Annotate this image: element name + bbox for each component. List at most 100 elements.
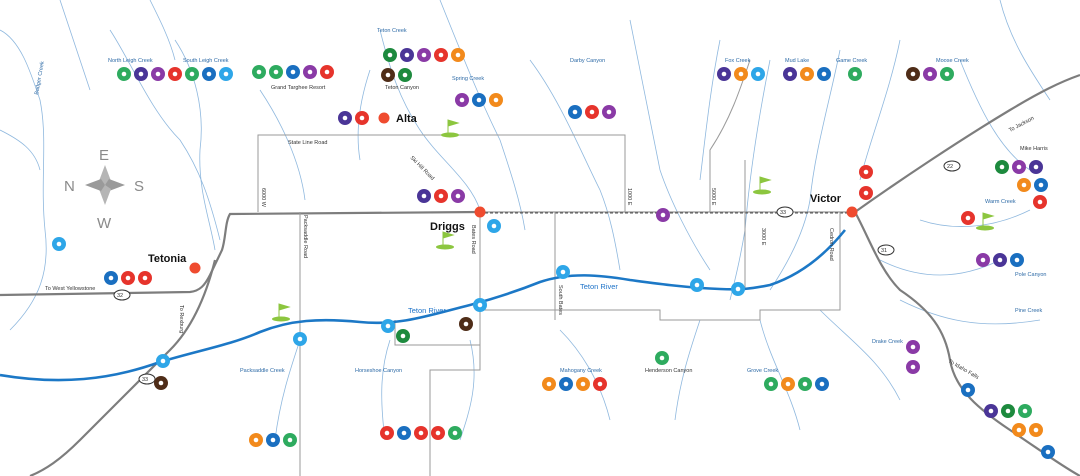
horse-icon[interactable] [489,93,503,107]
snowmobile-icon[interactable] [286,65,300,79]
purple-icon[interactable] [906,360,920,374]
snowmobile-icon[interactable] [817,67,831,81]
camp-icon[interactable] [383,48,397,62]
bike-icon[interactable] [320,65,334,79]
town-label-victor[interactable]: Victor [810,193,842,205]
purple-icon[interactable] [976,253,990,267]
bike-icon[interactable] [380,426,394,440]
ski-icon[interactable] [338,111,352,125]
bike-icon[interactable] [593,377,607,391]
ski-icon[interactable] [417,189,431,203]
town-label-driggs[interactable]: Driggs [430,221,465,233]
yurt-icon[interactable] [154,376,168,390]
ski-icon[interactable] [984,404,998,418]
horse-icon[interactable] [451,48,465,62]
bike-icon[interactable] [961,211,975,225]
hike-icon[interactable] [269,65,283,79]
town-label-alta[interactable]: Alta [396,113,418,125]
horse-icon[interactable] [781,377,795,391]
bike-icon[interactable] [1033,195,1047,209]
snowmobile-icon[interactable] [1034,178,1048,192]
access-icon[interactable] [731,282,745,296]
ski-icon[interactable] [1029,160,1043,174]
purple-icon[interactable] [303,65,317,79]
horse-icon[interactable] [249,433,263,447]
access-icon[interactable] [690,278,704,292]
purple-icon[interactable] [417,48,431,62]
ski-icon[interactable] [993,253,1007,267]
purple-icon[interactable] [656,208,670,222]
camp-icon[interactable] [995,160,1009,174]
purple-icon[interactable] [1012,160,1026,174]
hike-icon[interactable] [940,67,954,81]
access-icon[interactable] [52,237,66,251]
access-icon[interactable] [473,298,487,312]
camp-icon[interactable] [396,329,410,343]
golf-icon[interactable] [441,119,460,138]
snowmobile-icon[interactable] [104,271,118,285]
snowmobile-icon[interactable] [568,105,582,119]
access-icon[interactable] [556,265,570,279]
access-icon[interactable] [381,319,395,333]
snowmobile-icon[interactable] [472,93,486,107]
snowmobile-icon[interactable] [1010,253,1024,267]
access-icon[interactable] [156,354,170,368]
snowmobile-icon[interactable] [815,377,829,391]
access-icon[interactable] [487,219,501,233]
bike-icon[interactable] [859,186,873,200]
hike-icon[interactable] [283,433,297,447]
bike-icon[interactable] [434,189,448,203]
horse-icon[interactable] [800,67,814,81]
purple-icon[interactable] [151,67,165,81]
horse-icon[interactable] [576,377,590,391]
hike-icon[interactable] [848,67,862,81]
hike-icon[interactable] [655,351,669,365]
golf-icon[interactable] [753,176,772,195]
snowmobile-icon[interactable] [559,377,573,391]
bike-icon[interactable] [431,426,445,440]
purple-icon[interactable] [923,67,937,81]
yurt-icon[interactable] [381,68,395,82]
bike-icon[interactable] [121,271,135,285]
bike-icon[interactable] [138,271,152,285]
snowmobile-icon[interactable] [266,433,280,447]
hike-icon[interactable] [764,377,778,391]
snowmobile-icon[interactable] [397,426,411,440]
horse-icon[interactable] [542,377,556,391]
bike-icon[interactable] [434,48,448,62]
purple-icon[interactable] [455,93,469,107]
hike-icon[interactable] [1018,404,1032,418]
ski-icon[interactable] [134,67,148,81]
camp-icon[interactable] [398,68,412,82]
access-icon[interactable] [219,67,233,81]
purple-icon[interactable] [451,189,465,203]
hike-icon[interactable] [448,426,462,440]
bike-icon[interactable] [585,105,599,119]
bike-icon[interactable] [859,165,873,179]
ski-icon[interactable] [783,67,797,81]
horse-icon[interactable] [1012,423,1026,437]
camp-icon[interactable] [1001,404,1015,418]
snowmobile-icon[interactable] [202,67,216,81]
ski-icon[interactable] [717,67,731,81]
access-icon[interactable] [751,67,765,81]
horse-icon[interactable] [734,67,748,81]
snowmobile-icon[interactable] [1041,445,1055,459]
horse-icon[interactable] [1029,423,1043,437]
horse-icon[interactable] [1017,178,1031,192]
purple-icon[interactable] [602,105,616,119]
ski-icon[interactable] [400,48,414,62]
golf-icon[interactable] [272,303,291,322]
hike-icon[interactable] [185,67,199,81]
bike-icon[interactable] [414,426,428,440]
yurt-icon[interactable] [459,317,473,331]
hike-icon[interactable] [798,377,812,391]
town-label-tetonia[interactable]: Tetonia [148,253,187,265]
bike-icon[interactable] [168,67,182,81]
golf-icon[interactable] [976,212,995,231]
yurt-icon[interactable] [906,67,920,81]
hike-icon[interactable] [252,65,266,79]
purple-icon[interactable] [906,340,920,354]
access-icon[interactable] [293,332,307,346]
snowmobile-icon[interactable] [961,383,975,397]
